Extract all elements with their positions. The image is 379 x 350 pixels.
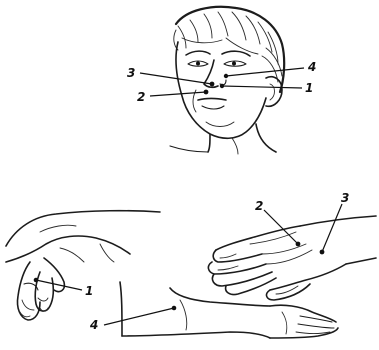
label-face-2: 2 xyxy=(137,90,145,104)
label-face-1: 1 xyxy=(305,81,313,95)
leader-forearm xyxy=(104,308,174,325)
label-left-hand-1: 1 xyxy=(85,284,93,298)
label-right-hand-2: 2 xyxy=(255,199,263,213)
leader-right-hand-3 xyxy=(322,204,342,252)
leader-left-hand xyxy=(36,280,82,290)
label-forearm-4: 4 xyxy=(89,318,98,332)
label-face-4: 4 xyxy=(307,60,316,74)
forearm-drawing xyxy=(120,282,338,338)
right-hand-drawing xyxy=(208,216,376,300)
left-hand-drawing xyxy=(6,211,160,320)
label-right-hand-3: 3 xyxy=(341,191,349,205)
label-face-3: 3 xyxy=(127,66,135,80)
